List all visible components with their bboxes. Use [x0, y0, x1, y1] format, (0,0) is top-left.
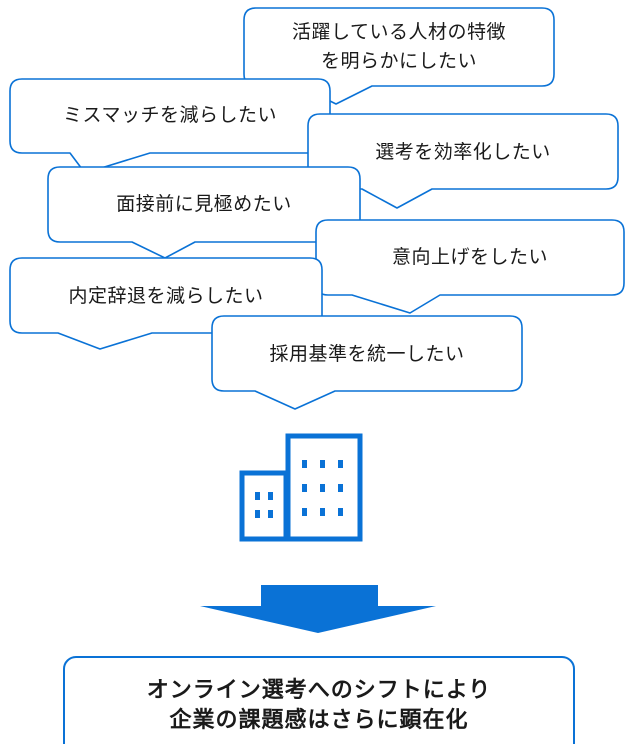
conclusion-line-1: オンライン選考へのシフトにより	[146, 678, 492, 703]
speech-bubble-efficiency	[307, 113, 619, 209]
speech-bubble-shape	[9, 78, 331, 174]
conclusion-line-2: 企業の課題感はさらに顕在化	[169, 708, 469, 733]
speech-bubble-pre-interview	[47, 166, 361, 259]
speech-bubble-motivation	[315, 219, 625, 314]
speech-bubbles	[9, 7, 625, 410]
bubble-text-criteria: 採用基準を統一したい	[269, 343, 465, 365]
bubble-text-features: を明らかにしたい	[320, 50, 477, 72]
speech-bubble-shape	[211, 315, 523, 410]
speech-bubble-shape	[315, 219, 625, 314]
bubble-text-withdrawal: 内定辞退を減らしたい	[68, 285, 264, 307]
conclusion-box	[63, 656, 575, 744]
speech-bubble-shape	[47, 166, 361, 259]
speech-bubble-shape	[307, 113, 619, 209]
office-building-icon	[239, 433, 363, 542]
speech-bubble-criteria	[211, 315, 523, 410]
speech-bubble-mismatch	[9, 78, 331, 174]
bubble-text-features: 活躍している人材の特徴	[292, 21, 506, 43]
bubble-text-efficiency: 選考を効率化したい	[375, 141, 551, 163]
down-arrow-icon	[200, 585, 436, 633]
bubble-text-motivation: 意向上げをしたい	[391, 246, 548, 268]
bubble-text-pre-interview: 面接前に見極めたい	[116, 193, 292, 215]
bubble-text-mismatch: ミスマッチを減らしたい	[63, 104, 277, 126]
